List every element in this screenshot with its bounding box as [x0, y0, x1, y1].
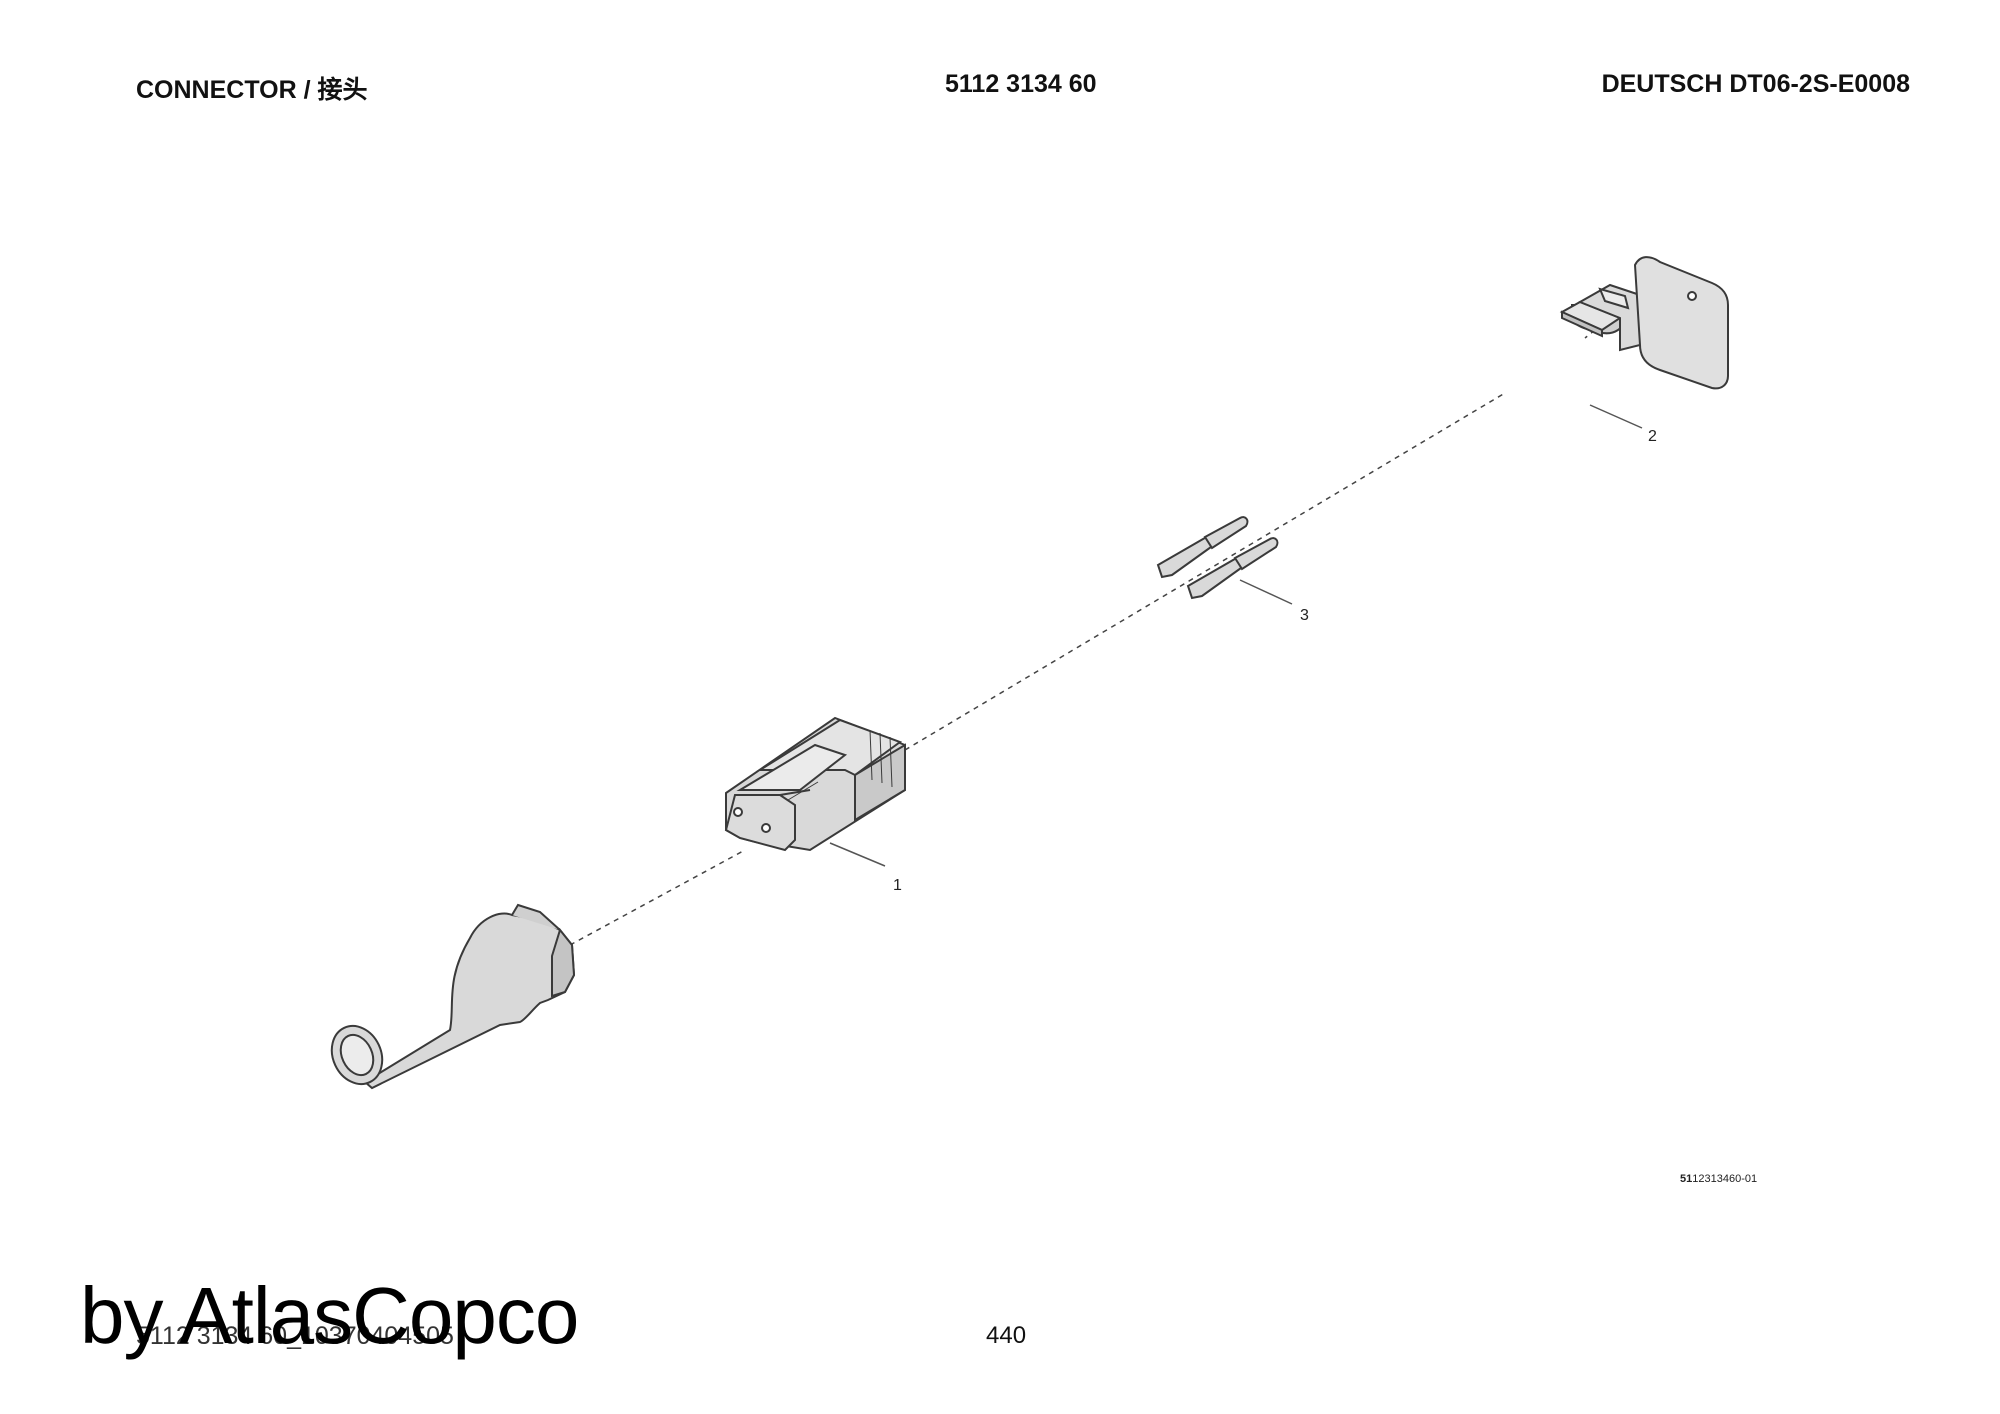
header-part-number: 5112 3134 60	[945, 70, 1097, 98]
footer-document-id: 5112 3134 60_10370404505	[136, 1322, 454, 1350]
header-manufacturer-code: DEUTSCH DT06-2S-E0008	[1601, 70, 1910, 98]
assembly-axis-line	[569, 849, 746, 946]
drawing-reference-id: 5112313460-01	[1680, 1173, 1757, 1185]
terminal-pin-part	[1156, 516, 1279, 600]
boot-part	[330, 903, 576, 1090]
brand-watermark: by AtlasCopco	[80, 1271, 579, 1360]
drawing-id-rest: 12313460-01	[1692, 1173, 1758, 1185]
wedge-lock-part	[1559, 256, 1729, 390]
callout-number-1: 1	[893, 877, 902, 894]
drawing-id-prefix: 51	[1680, 1173, 1693, 1185]
callout-number-3: 3	[1300, 607, 1309, 624]
callout-number-2: 2	[1648, 428, 1657, 445]
callout-leaders	[829, 404, 1643, 867]
assembly-axis-line	[904, 392, 1506, 751]
page-number: 440	[986, 1322, 1027, 1349]
connector-housing-part	[724, 716, 906, 852]
header-part-name: CONNECTOR / 接头	[136, 76, 368, 104]
